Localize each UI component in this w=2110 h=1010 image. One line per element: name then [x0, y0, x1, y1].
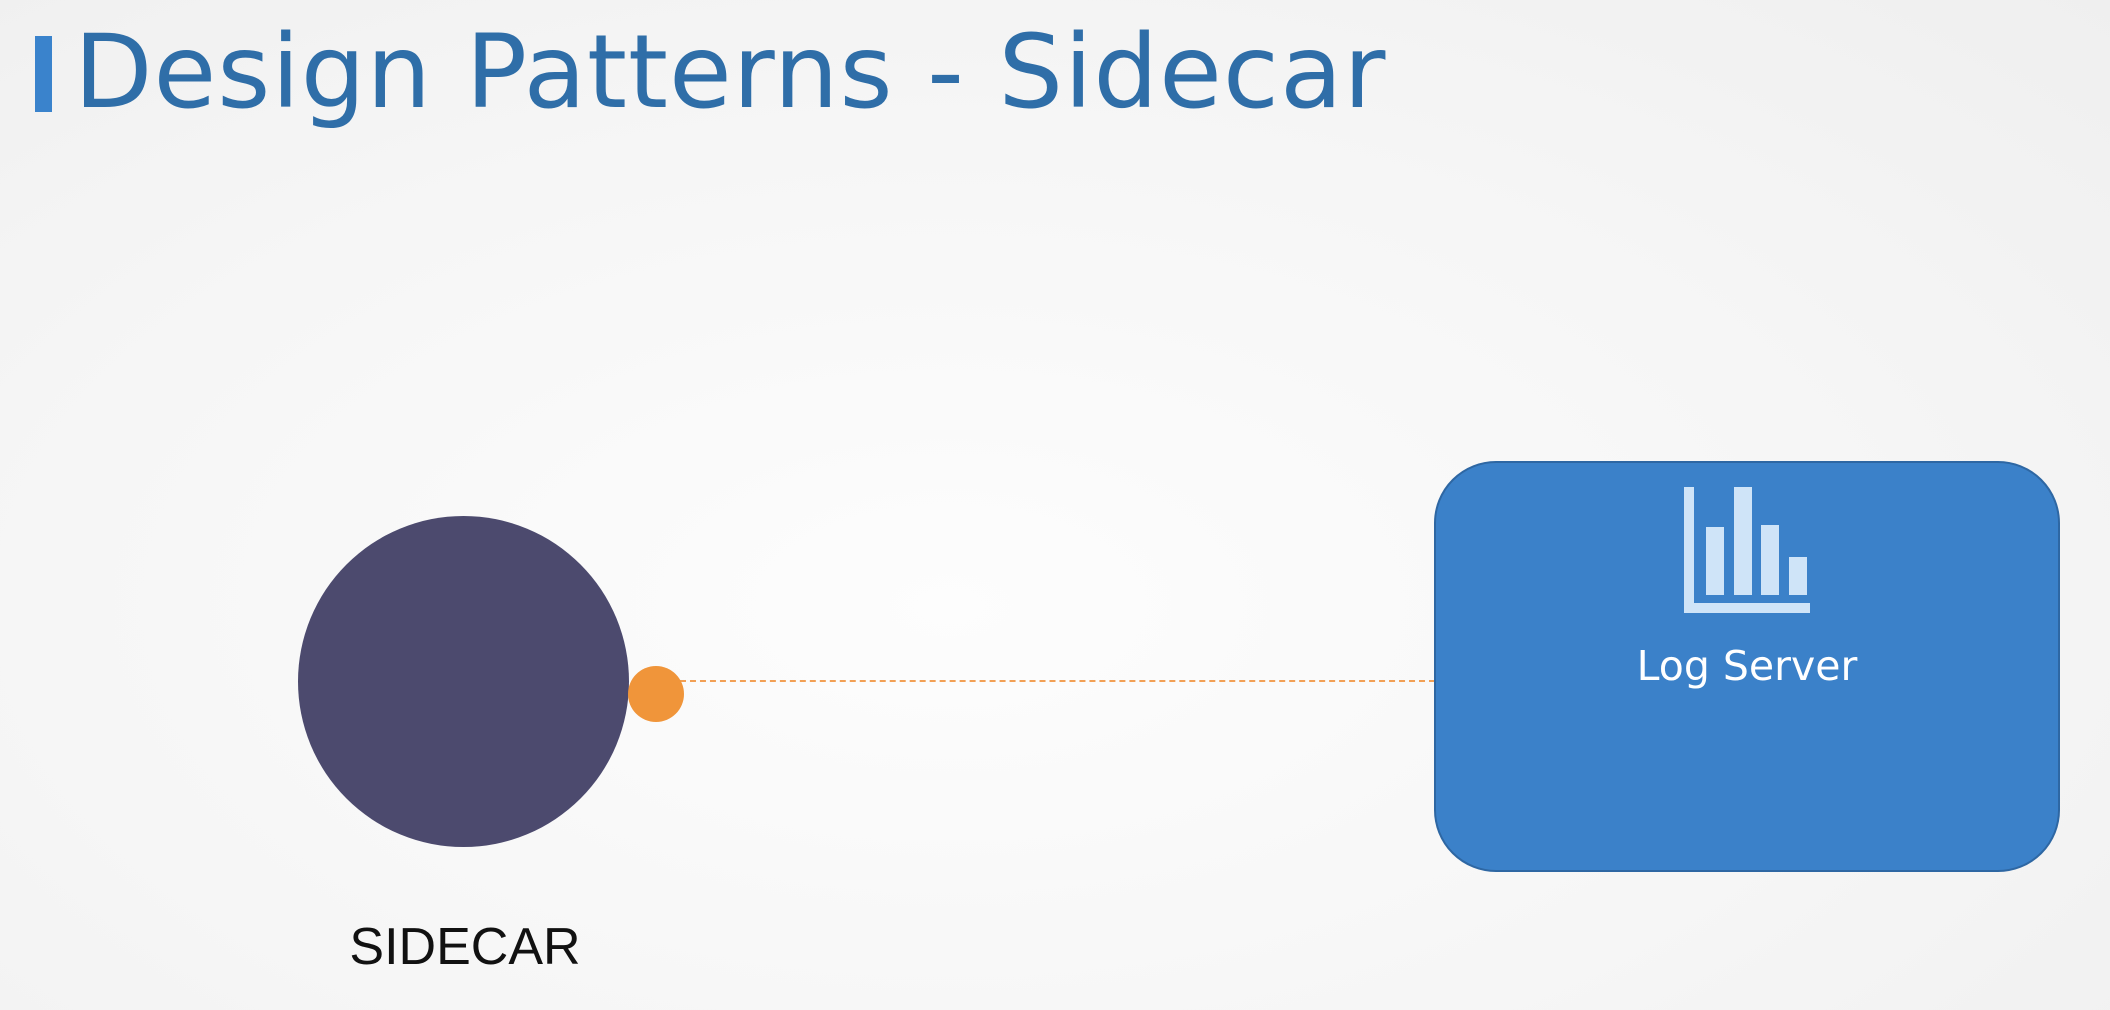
sidecar-node: [628, 666, 684, 722]
sidecar-label: SIDECAR: [349, 918, 581, 976]
title-accent-bar: [35, 36, 52, 112]
page-title: Design Patterns - Sidecar: [74, 13, 1387, 132]
log-server-label: Log Server: [1636, 642, 1858, 690]
bar-chart-icon: [1684, 487, 1810, 613]
main-container-node: [298, 516, 629, 847]
log-connector-line: [680, 680, 1435, 682]
